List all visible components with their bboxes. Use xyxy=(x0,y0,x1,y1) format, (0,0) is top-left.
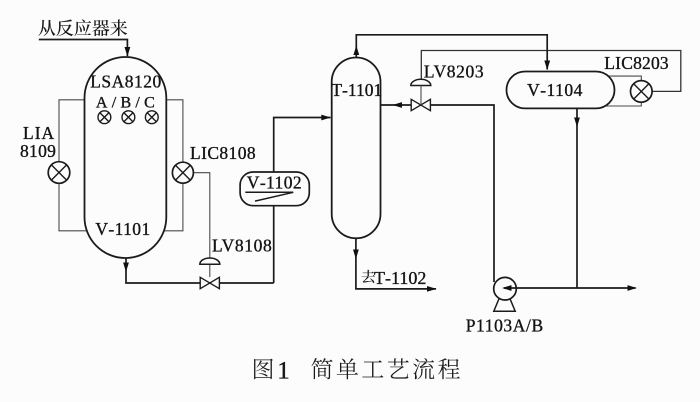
svg-text:LV8108: LV8108 xyxy=(212,236,272,256)
svg-text:LIC8203: LIC8203 xyxy=(604,53,669,73)
svg-text:8109: 8109 xyxy=(20,141,56,161)
svg-text:P1103A/B: P1103A/B xyxy=(466,316,544,336)
svg-text:T‑1101: T‑1101 xyxy=(331,80,382,100)
svg-text:V‑1104: V‑1104 xyxy=(527,80,583,100)
svg-text:LV8203: LV8203 xyxy=(424,62,484,82)
svg-text:V‑1101: V‑1101 xyxy=(95,219,150,239)
svg-text:LSA8120: LSA8120 xyxy=(90,72,162,92)
svg-text:LIA: LIA xyxy=(23,123,55,143)
svg-text:A/B/C: A/B/C xyxy=(96,95,159,112)
svg-text:V‑1102: V‑1102 xyxy=(247,173,302,193)
svg-text:LIC8108: LIC8108 xyxy=(190,143,256,163)
svg-text:T‑1102: T‑1102 xyxy=(374,268,426,288)
svg-text:1: 1 xyxy=(277,358,290,385)
